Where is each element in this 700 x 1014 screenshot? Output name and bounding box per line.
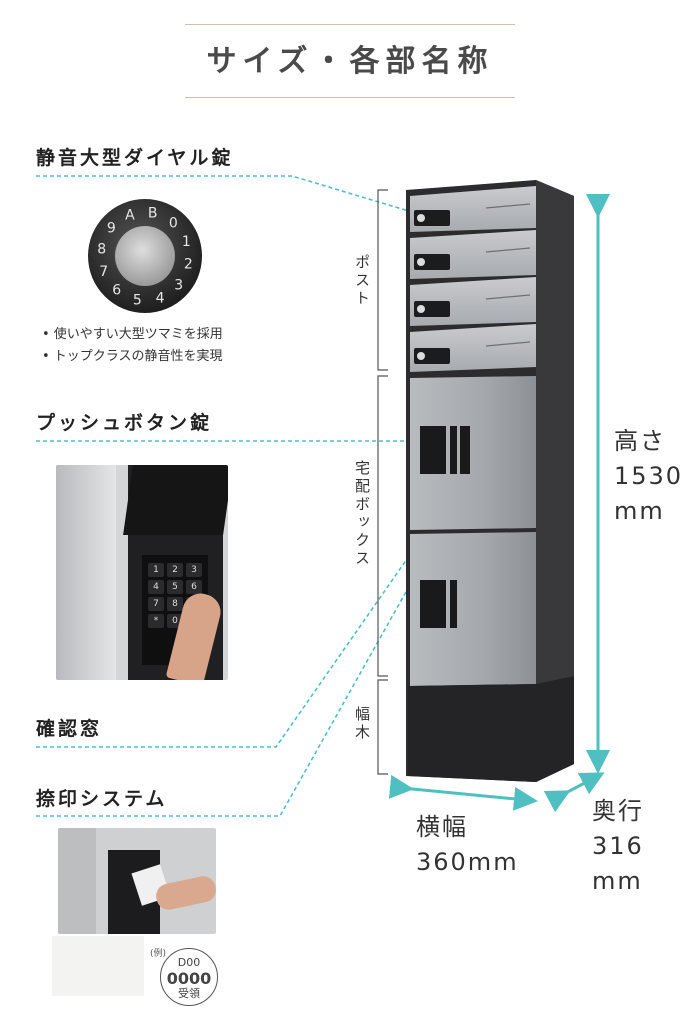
cabinet — [406, 180, 574, 782]
dial-char: 0 — [169, 215, 178, 231]
delivery-bracket — [377, 375, 388, 677]
post-section-label: ポスト — [353, 254, 371, 308]
stamp-system-photo — [58, 828, 216, 934]
window-heading: 確認窓 — [36, 718, 103, 740]
dial-char: 7 — [99, 264, 108, 280]
height-dimension: 高さ 1530 mm — [614, 424, 683, 528]
dial-char: 2 — [184, 257, 193, 273]
title-rule-top — [185, 24, 515, 25]
dial-char: 9 — [107, 221, 116, 237]
keypad-slot — [450, 426, 457, 474]
keypad-key: 1 — [148, 563, 164, 577]
width-label: 横幅 — [416, 813, 468, 841]
push-lock-heading: プッシュボタン錠 — [36, 412, 213, 434]
dial-char: 8 — [97, 241, 106, 257]
page-title: サイズ・各部名称 — [206, 44, 494, 79]
dial-char: 3 — [174, 277, 183, 293]
stamp-system-heading: 捺印システム — [36, 788, 168, 810]
confirm-window — [420, 426, 446, 474]
width-value: 360mm — [416, 847, 519, 876]
stamp-example-mark: (例) — [150, 949, 167, 959]
window-leader-line — [36, 479, 463, 748]
dial-bullet-1: • 使いやすい大型ツマミを採用 — [42, 327, 223, 342]
stamp-bottom-text: 受領 — [178, 987, 200, 1001]
paper-sample — [52, 936, 144, 996]
baseboard-section-label: 幅木 — [353, 706, 371, 742]
stamp-sample: D00 0000 受領 — [160, 948, 218, 1006]
height-unit: mm — [614, 496, 665, 525]
baseboard — [408, 676, 574, 782]
height-value: 1530 — [614, 461, 684, 490]
keypad-key: 5 — [167, 580, 183, 594]
dial-char: 1 — [182, 234, 191, 250]
dial-char: A — [125, 208, 135, 224]
keypad-key: 3 — [186, 563, 202, 577]
dial-char: 5 — [133, 292, 142, 308]
delivery-box-lower — [410, 532, 536, 686]
dial-char: B — [148, 206, 158, 222]
stamp-leader-line — [36, 477, 471, 817]
dial-leader-line — [36, 175, 413, 213]
keypad-key: 6 — [186, 580, 202, 594]
stamp-mid-text: 0000 — [166, 968, 212, 988]
delivery-box-section-label: 宅配ボックス — [353, 460, 371, 568]
depth-value: 316 — [592, 831, 644, 860]
post-doors — [410, 186, 536, 372]
height-label: 高さ — [614, 427, 666, 455]
keypad-key: 7 — [148, 597, 164, 611]
keypad-key: 2 — [167, 563, 183, 577]
post-bracket — [377, 189, 388, 371]
keypad-key: 4 — [148, 580, 164, 594]
depth-unit: mm — [592, 866, 643, 895]
width-dimension: 横幅 360mm — [416, 810, 519, 880]
delivery-box-upper — [410, 376, 536, 530]
keypad-key: * — [148, 614, 164, 628]
dial-char: 4 — [156, 290, 165, 306]
dial-bullet-2: • トップクラスの静音性を実現 — [42, 349, 223, 364]
width-arrow — [388, 774, 538, 811]
keypad-key: 8 — [167, 597, 183, 611]
dial-lock-heading: 静音大型ダイヤル錠 — [36, 147, 234, 169]
dial-char: 6 — [112, 283, 121, 299]
title-rule-bottom — [185, 97, 515, 98]
baseboard-bracket — [377, 679, 388, 775]
stamp-top-text: D00 — [177, 956, 201, 969]
depth-arrow — [543, 772, 605, 813]
